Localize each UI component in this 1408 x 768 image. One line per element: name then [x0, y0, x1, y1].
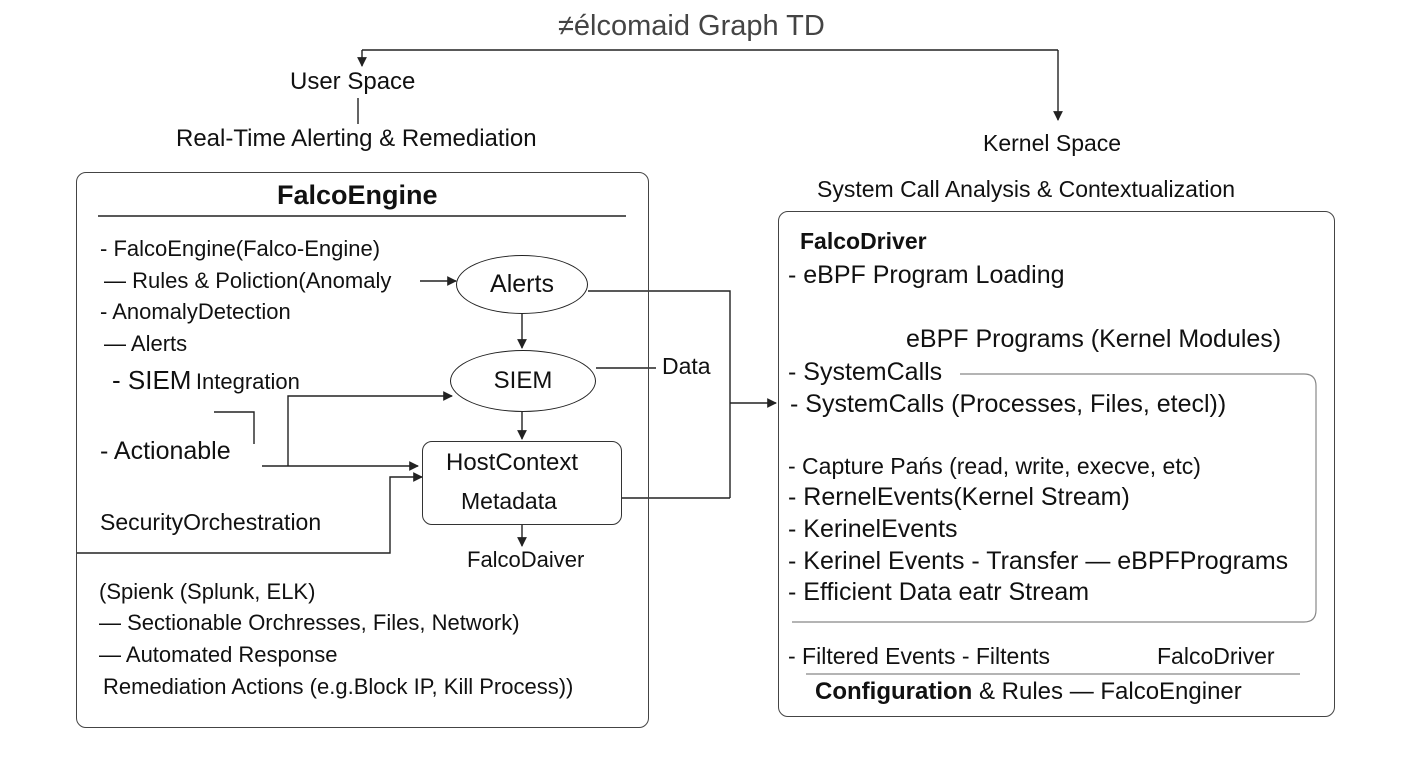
- kernel-space-heading: Kernel Space: [983, 130, 1122, 156]
- config-bold-label: Configuration: [815, 678, 973, 705]
- bottom-item-siem-tools: (Spienk (Splunk, ELK): [99, 579, 316, 604]
- bottom-item-remediation-actions: Remediation Actions (e.g.Block IP, Kill …: [103, 674, 574, 699]
- actionable-to-siem-arrow: [287, 391, 453, 466]
- kernel-space-subheading: System Call Analysis & Contextualization: [817, 176, 1236, 202]
- driver-item-filtered-events: - Filtered Events - Filtents: [788, 643, 1051, 669]
- engine-item-rules: — Rules & Poliction(Anomaly: [104, 268, 392, 293]
- engine-item-anomaly-detection: - AnomalyDetection: [100, 299, 291, 324]
- driver-item-ebpf-loading: - eBPF Program Loading: [788, 261, 1065, 289]
- falco-engine-box: [76, 172, 649, 728]
- engine-item-security-orchestration: SecurityOrchestration: [100, 509, 322, 535]
- host-context-title: HostContext: [446, 449, 579, 476]
- engine-item-actionable: - Actionable: [100, 437, 231, 465]
- siem-integration-suffix: Integration: [195, 369, 300, 394]
- user-space-heading: User Space: [290, 68, 416, 95]
- driver-item-systemcalls: - SystemCalls: [788, 358, 943, 386]
- alerts-node-label: Alerts: [490, 270, 554, 298]
- engine-item-alerts: — Alerts: [104, 331, 188, 356]
- bottom-item-automated-response: — Automated Response: [99, 642, 338, 667]
- driver-item-efficient-data: - Efficient Data eatr Stream: [788, 578, 1090, 606]
- orchestration-to-host-arrow: [76, 472, 423, 554]
- host-context-metadata: Metadata: [461, 488, 557, 514]
- engine-item-falcoengine: - FalcoEngine(Falco-Engine): [100, 236, 381, 261]
- driver-ebpf-programs: eBPF Programs (Kernel Modules): [906, 325, 1282, 353]
- host-context-node: [422, 441, 622, 525]
- driver-item-rernel-events: - RernelEvents(Kernel Stream): [788, 483, 1130, 511]
- siem-node: SIEM: [450, 350, 596, 412]
- user-space-subheading: Real-Time Alerting & Remediation: [176, 125, 537, 152]
- bottom-item-sectionable: — Sectionable Orchresses, Files, Network…: [99, 610, 520, 635]
- driver-item-kerinel-events: - KerinelEvents: [788, 515, 958, 543]
- alerts-to-bus: [588, 290, 731, 498]
- driver-item-systemcalls-detail: - SystemCalls (Processes, Files, etecl)): [790, 390, 1227, 418]
- config-rest-label: & Rules — FalcoEnginer: [978, 678, 1242, 705]
- kernel-inner-bracket: [792, 373, 1317, 623]
- falco-daiver-label: FalcoDaiver: [467, 547, 585, 572]
- siem-bracket: [214, 411, 255, 444]
- driver-falco-driver-label: FalcoDriver: [1157, 643, 1275, 669]
- falco-driver-box: [778, 211, 1335, 717]
- falco-engine-title: FalcoEngine: [277, 180, 438, 210]
- driver-configuration-rules: Configuration & Rules — FalcoEnginer: [815, 680, 1242, 704]
- driver-item-kerinel-transfer: - Kerinel Events - Transfer — eBPFProgra…: [788, 547, 1289, 575]
- driver-item-capture-paths: - Capture Pańs (read, write, execve, etc…: [788, 453, 1201, 479]
- engine-item-siem-integration: - SIEM Integration: [112, 367, 300, 393]
- siem-integration-prefix: - SIEM: [112, 365, 192, 395]
- falco-driver-title: FalcoDriver: [800, 228, 927, 254]
- alerts-node: Alerts: [456, 255, 588, 314]
- data-label: Data: [662, 353, 711, 379]
- siem-node-label: SIEM: [493, 367, 553, 394]
- diagram-title: ≠élcomaid Graph TD: [558, 10, 825, 42]
